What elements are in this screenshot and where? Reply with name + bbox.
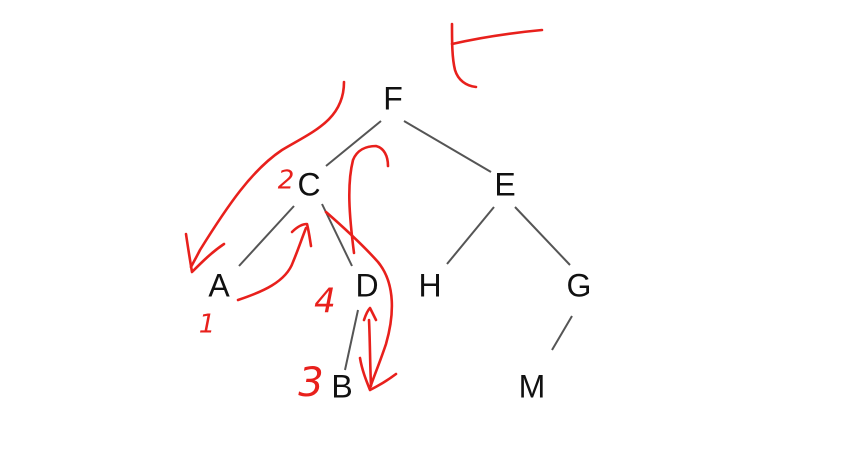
node-e: E [494,166,515,202]
arrow-c-down-to-b-outer [324,210,394,390]
node-h: H [418,267,441,303]
node-g: G [567,267,592,303]
tree-nodes: F C E A D H G B M [208,80,591,404]
arrow-descend-to-a-head [184,232,226,274]
edge-e-h [446,206,495,265]
node-a: A [208,267,230,303]
edge-f-e [403,120,492,173]
arrow-descend-to-a [189,80,346,269]
arrow-c-down-to-b [348,144,390,255]
node-c: C [297,166,320,202]
arrow-c-down-to-b-head [358,356,398,392]
step-number-1: 1 [199,310,216,340]
step-number-4: 4 [314,282,336,322]
edge-c-a [238,205,295,267]
traversal-annotations [184,22,544,392]
node-d: D [355,267,378,303]
step-number-2: 2 [278,166,295,196]
arrow-a-to-c [236,226,308,302]
node-m: M [519,368,546,404]
arrow-a-to-c-head [290,222,313,248]
step-number-3: 3 [298,360,323,406]
node-b: B [331,368,352,404]
arrow-top-right-head [450,22,478,89]
tree-edges [238,120,573,371]
step-numbers: 1 2 3 4 [199,166,336,407]
edge-e-g [514,206,571,266]
edge-f-c [325,120,382,167]
arrow-b-to-d [367,318,373,388]
arrow-b-to-d-head [362,306,378,322]
edge-d-b [344,309,359,371]
edge-g-m [551,315,573,351]
node-f: F [383,80,403,116]
arrow-top-right [450,28,544,46]
